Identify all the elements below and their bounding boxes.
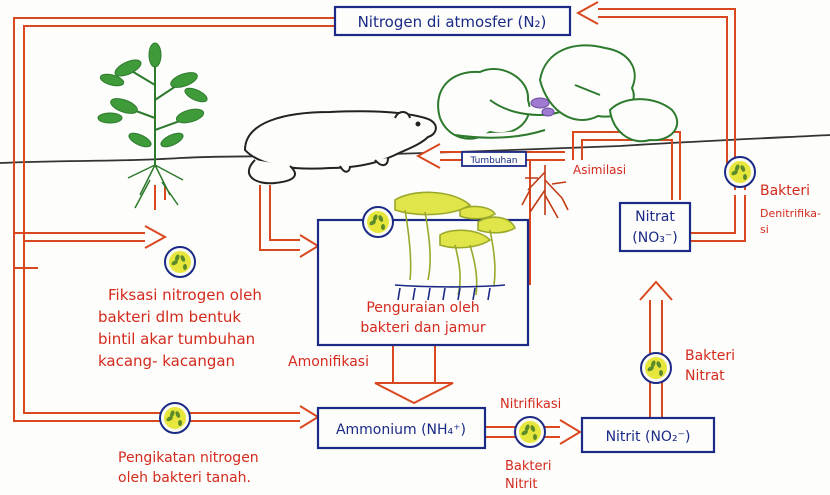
denitrifikasi-label-1: Bakteri (760, 183, 810, 199)
leafy-plant-illustration (438, 45, 677, 141)
amonifikasi-label: Amonifikasi (288, 354, 369, 370)
asimilasi-label: Asimilasi (573, 163, 626, 177)
bacteria-denitrification-icon (725, 157, 755, 187)
animal-illustration (245, 111, 436, 183)
denitrifikasi-label-3: si (760, 223, 769, 236)
bakteri-nitrat-label-2: Nitrat (685, 368, 725, 384)
fiksasi-label-1: Fiksasi nitrogen oleh (108, 286, 262, 304)
roots-illustration (522, 165, 568, 218)
tumbuhan-label: Tumbuhan (470, 156, 518, 166)
nitrifikasi-label: Nitrifikasi (500, 397, 561, 412)
atmosphere-label: Nitrogen di atmosfer (N₂) (358, 13, 547, 31)
plant-illustration (98, 43, 209, 208)
nitrit-label: Nitrit (NO₂⁻) (606, 429, 691, 445)
bacteria-soil-icon (160, 403, 190, 433)
denitrifikasi-label-2: Denitrifika- (760, 207, 821, 220)
bakteri-nitrit-label-2: Nitrit (505, 477, 538, 492)
bacteria-decomposer-icon (363, 207, 393, 237)
nitrat-label-1: Nitrat (635, 209, 675, 225)
penguraian-label-2: bakteri dan jamur (360, 320, 486, 336)
ammonium-label: Ammonium (NH₄⁺) (336, 422, 466, 438)
bacteria-fixation-icon (165, 247, 195, 277)
bakteri-nitrat-label-1: Bakteri (685, 348, 735, 364)
nitrat-label-2: (NO₃⁻) (632, 230, 677, 246)
fiksasi-label-2: bakteri dlm bentuk (98, 308, 241, 326)
pengikatan-label-2: oleh bakteri tanah. (118, 470, 251, 486)
fiksasi-label-4: kacang- kacangan (98, 352, 235, 370)
bakteri-nitrit-label-1: Bakteri (505, 459, 551, 474)
penguraian-label-1: Penguraian oleh (366, 300, 479, 316)
bacteria-nitrite-icon (515, 417, 545, 447)
fiksasi-label-3: bintil akar tumbuhan (98, 330, 255, 348)
bacteria-nitrate-icon (641, 353, 671, 383)
pengikatan-label-1: Pengikatan nitrogen (118, 450, 259, 466)
